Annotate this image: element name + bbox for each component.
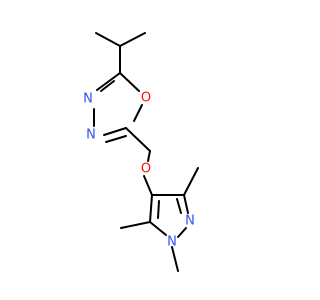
bond-c5-c4-double bbox=[157, 200, 160, 219]
bond-c3-n2-double bbox=[176, 198, 182, 214]
bond-c5-me bbox=[120, 221, 151, 229]
bond-c5-n4-double bbox=[100, 80, 115, 92]
molecule-diagram: O N N O N N bbox=[83, 32, 199, 272]
atoms: O N N O N N bbox=[83, 91, 195, 250]
bond-c5-n4 bbox=[96, 72, 121, 91]
bond-o1-c2 bbox=[133, 104, 143, 122]
bond-c5-c4 bbox=[149, 194, 153, 223]
structure-svg: O N N O N N bbox=[83, 32, 199, 272]
bond-n2-n1 bbox=[177, 227, 187, 238]
bond-c5-o1 bbox=[119, 72, 140, 92]
atom-oxadiazole-n4: N bbox=[83, 92, 93, 107]
atom-ether-o: O bbox=[141, 162, 151, 177]
atom-pyrazole-n2: N bbox=[185, 214, 195, 229]
bond-n1-c5 bbox=[149, 221, 167, 236]
bond-n3-c2-double bbox=[105, 135, 127, 143]
bond-n3-c2 bbox=[103, 127, 127, 136]
bond-c2-ch2 bbox=[125, 127, 151, 152]
atom-oxadiazole-n3: N bbox=[86, 128, 96, 143]
atom-pyrazole-n1: N bbox=[167, 235, 177, 250]
bond-ch2-o bbox=[147, 150, 151, 162]
bond-c3-me bbox=[183, 167, 199, 196]
bond-n1-me bbox=[171, 246, 179, 272]
bond-ch-me2 bbox=[119, 32, 146, 47]
bond-c3-n2 bbox=[183, 194, 189, 214]
bond-o-c4 bbox=[143, 175, 153, 196]
atom-oxadiazole-o: O bbox=[141, 91, 151, 106]
bonds bbox=[93, 32, 199, 272]
bond-ch-me1 bbox=[95, 32, 121, 47]
